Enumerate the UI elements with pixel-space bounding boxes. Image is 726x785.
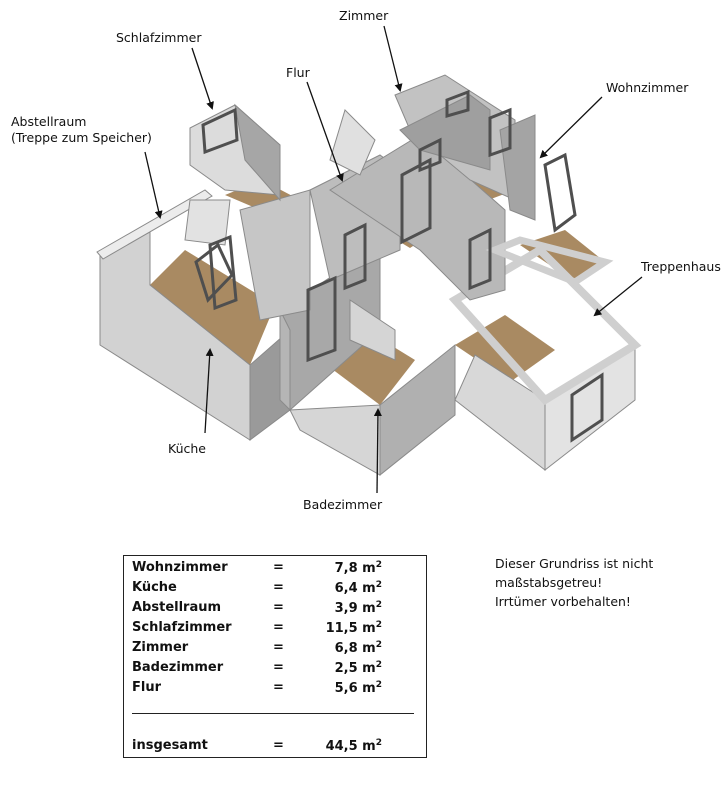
wall-schlaf-right: [234, 103, 281, 202]
total-row: insgesamt = 44,5 m2: [132, 738, 422, 756]
wall-wohn-left: [499, 114, 536, 221]
disclaimer-note: Dieser Grundriss ist nicht maßstabsgetre…: [495, 554, 653, 611]
row-name: Wohnzimmer: [132, 560, 228, 575]
row-equals: =: [273, 600, 284, 615]
row-value: 6,8 m2: [334, 640, 382, 656]
arrow-badezimmer: [373, 408, 382, 494]
wall-bath-partition: [349, 299, 396, 361]
wall-middle-1: [239, 189, 311, 321]
row-name: Badezimmer: [132, 660, 224, 675]
note-line: Irrtümer vorbehalten!: [495, 594, 631, 609]
arrow-wohnzimmer: [539, 96, 603, 159]
note-line: maßstabsgetreu!: [495, 575, 603, 590]
row-equals: =: [273, 580, 284, 595]
table-row: Schlafzimmer = 11,5 m2: [132, 620, 422, 638]
arrow-zimmer: [383, 25, 403, 92]
row-value: 3,9 m2: [334, 600, 382, 616]
row-equals: =: [273, 640, 284, 655]
total-name: insgesamt: [132, 738, 208, 753]
row-value: 5,6 m2: [334, 680, 382, 696]
window-zimmer: [445, 89, 470, 118]
area-table: Wohnzimmer = 7,8 m2 Küche = 6,4 m2 Abste…: [123, 555, 427, 758]
row-name: Schlafzimmer: [132, 620, 232, 635]
row-name: Zimmer: [132, 640, 189, 655]
arrow-abstellraum: [144, 151, 163, 219]
window-wohn-frame: [543, 152, 577, 233]
row-name: Abstellraum: [132, 600, 222, 615]
row-value: 6,4 m2: [334, 580, 382, 596]
label-wohnzimmer: Wohnzimmer: [606, 80, 689, 95]
window-treppenhaus: [570, 372, 604, 443]
table-row: Küche = 6,4 m2: [132, 580, 422, 598]
arrow-treppenhaus: [593, 276, 643, 317]
label-kueche: Küche: [168, 441, 206, 456]
wall-stair-top: [448, 244, 642, 406]
arrow-schlafzimmer: [191, 47, 214, 110]
table-row: Zimmer = 6,8 m2: [132, 640, 422, 658]
label-schlafzimmer: Schlafzimmer: [116, 30, 202, 45]
total-equals: =: [273, 738, 284, 753]
wall-stair-right: [544, 344, 636, 472]
wall-left-top: [96, 189, 213, 260]
window-wohnzimmer: [488, 107, 512, 158]
openings: [194, 89, 604, 443]
row-value: 2,5 m2: [334, 660, 382, 676]
arrow-kueche: [204, 348, 214, 434]
table-row: Abstellraum = 3,9 m2: [132, 600, 422, 618]
wall-wohn-back: [485, 236, 614, 286]
wall-bath-right: [379, 343, 456, 477]
total-value: 44,5 m2: [325, 738, 382, 754]
row-equals: =: [273, 680, 284, 695]
door-kueche: [208, 234, 238, 311]
wall-stair-front: [454, 354, 546, 472]
label-badezimmer: Badezimmer: [303, 497, 383, 512]
door-wohnzimmer: [468, 227, 492, 291]
row-name: Flur: [132, 680, 162, 695]
label-flur: Flur: [286, 65, 310, 80]
wall-partition-abst: [184, 199, 231, 246]
table-row: Badezimmer = 2,5 m2: [132, 660, 422, 678]
note-line: Dieser Grundriss ist nicht: [495, 556, 654, 571]
wall-bath-outer: [289, 404, 381, 476]
sum-divider: [132, 713, 414, 714]
label-treppenhaus: Treppenhaus: [641, 259, 721, 274]
row-value: 7,8 m2: [334, 560, 382, 576]
table-row: Wohnzimmer = 7,8 m2: [132, 560, 422, 578]
door-zimmer: [418, 137, 442, 173]
door-bath: [306, 275, 337, 363]
row-equals: =: [273, 620, 284, 635]
row-equals: =: [273, 560, 284, 575]
door-abst-left: [343, 222, 367, 291]
table-row: Flur = 5,6 m2: [132, 680, 422, 698]
row-name: Küche: [132, 580, 177, 595]
label-zimmer: Zimmer: [339, 8, 389, 23]
floor-plan-illustration: [96, 25, 643, 494]
wall-partition-flur: [329, 109, 376, 176]
label-arrows: [144, 25, 643, 494]
row-equals: =: [273, 660, 284, 675]
label-abstellraum: Abstellraum (Treppe zum Speicher): [11, 114, 152, 145]
window-schlafzimmer: [201, 107, 239, 155]
arrow-flur: [306, 81, 344, 182]
row-value: 11,5 m2: [325, 620, 382, 636]
walls: [96, 74, 642, 477]
floor-kueche: [150, 250, 275, 365]
